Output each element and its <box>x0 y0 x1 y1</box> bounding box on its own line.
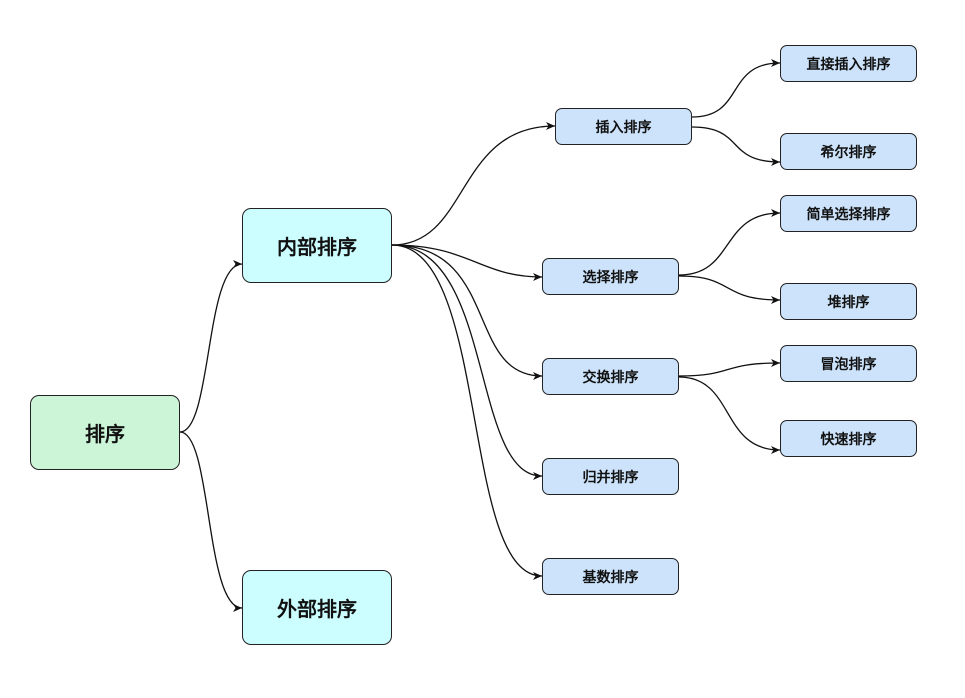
node-selection-sort[interactable]: 选择排序 <box>542 258 679 295</box>
node-quick-sort[interactable]: 快速排序 <box>780 420 917 457</box>
edge-internal-radix <box>391 244 543 580</box>
node-direct-insertion-sort[interactable]: 直接插入排序 <box>780 45 917 82</box>
edge-internal-merge <box>391 244 543 480</box>
edge-root-external <box>179 431 243 612</box>
root-node-sort[interactable]: 排序 <box>30 395 180 470</box>
node-heap-sort[interactable]: 堆排序 <box>780 283 917 320</box>
edge-internal-insert <box>391 122 556 246</box>
edge-internal-select <box>391 244 543 281</box>
edge-select-heap <box>678 275 781 304</box>
edge-exchange-bubble <box>678 359 781 377</box>
edge-insert-shell <box>691 126 781 166</box>
edge-exchange-quick <box>678 376 781 454</box>
edge-internal-exchange <box>391 244 543 380</box>
node-internal-sort[interactable]: 内部排序 <box>242 208 392 283</box>
node-exchange-sort[interactable]: 交换排序 <box>542 358 679 395</box>
node-insertion-sort[interactable]: 插入排序 <box>555 108 692 145</box>
node-external-sort[interactable]: 外部排序 <box>242 570 392 645</box>
edge-root-internal <box>179 260 243 433</box>
edge-select-simple <box>678 209 781 276</box>
node-simple-selection-sort[interactable]: 简单选择排序 <box>780 195 917 232</box>
edge-insert-direct <box>691 59 781 118</box>
node-radix-sort[interactable]: 基数排序 <box>542 558 679 595</box>
node-shell-sort[interactable]: 希尔排序 <box>780 133 917 170</box>
node-bubble-sort[interactable]: 冒泡排序 <box>780 345 917 382</box>
node-merge-sort[interactable]: 归并排序 <box>542 458 679 495</box>
